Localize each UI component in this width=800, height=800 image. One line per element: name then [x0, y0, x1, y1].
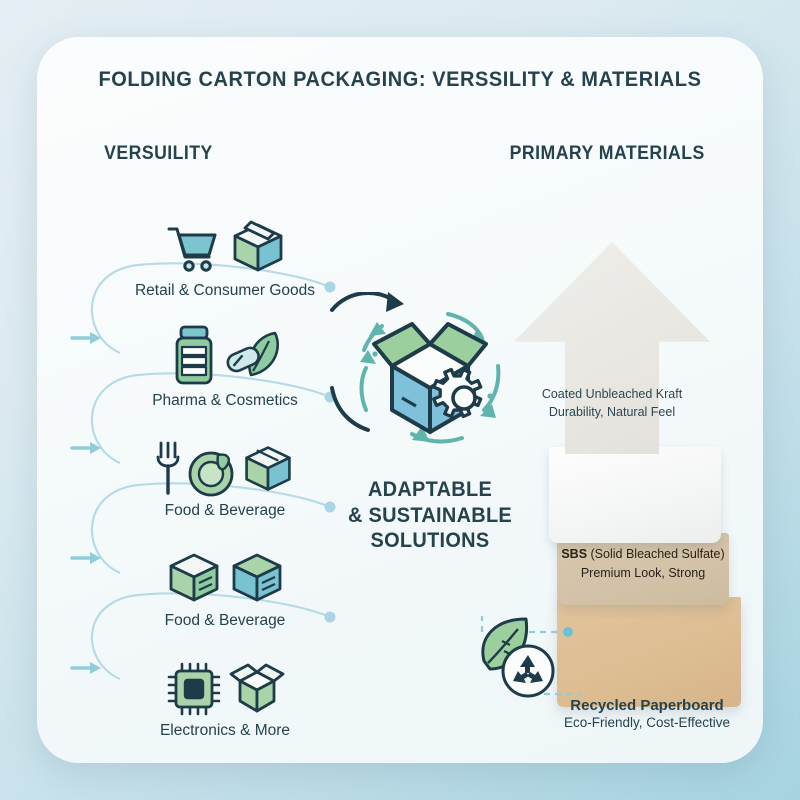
centre-concept: ADAPTABLE & SUSTAINABLE SOLUTIONS [315, 290, 545, 554]
material-name-full: (Solid Bleached Sulfate) [587, 547, 725, 561]
centre-tagline-line2: & SUSTAINABLE [347, 503, 513, 527]
versatility-item-pharma[interactable]: Pharma & Cosmetics [110, 319, 340, 410]
versatility-item-label: Food & Beverage [164, 502, 286, 519]
material-name-abbr: SBS [561, 547, 588, 561]
versatility-item-icons [110, 209, 340, 277]
versatility-item-label: Retail & Consumer Goods [134, 282, 316, 299]
versatility-list: Retail & Consumer Goods [62, 167, 352, 739]
versatility-item-icons [110, 649, 340, 717]
shopping-cart-icon [167, 227, 216, 272]
materials-stack: Coated Unbleached Kraft Durability, Natu… [432, 197, 752, 757]
capsule-leaf-icon [226, 331, 279, 377]
closed-box-icon [169, 553, 218, 602]
open-box-icon [229, 663, 284, 713]
material-benefit: Eco-Friendly, Cost-Effective [563, 715, 731, 730]
centre-icon-wrap [330, 290, 530, 467]
closed-box-icon [233, 220, 282, 272]
versatility-item-food[interactable]: Food & Beverage [110, 429, 340, 520]
section-heading-materials: PRIMARY MATERIALS [509, 143, 705, 164]
section-heading-versatility: VERSUILITY [104, 143, 213, 164]
material-benefit: Durability, Natural Feel [548, 405, 676, 420]
closed-box-icon [245, 446, 291, 491]
material-label-sbs: SBS (Solid Bleached Sulfate) Premium Loo… [557, 545, 729, 583]
material-name: Recycled Paperboard [570, 697, 724, 714]
centre-tagline-line1: ADAPTABLE [367, 478, 493, 501]
material-benefit: Premium Look, Strong [580, 565, 706, 580]
material-label-coated-unbleached-kraft: Coated Unbleached Kraft Durability, Natu… [530, 385, 694, 421]
infographic-card: FOLDING CARTON PACKAGING: VERSSILITY & M… [37, 37, 763, 763]
centre-tagline-line3: SOLUTIONS [370, 529, 490, 553]
page-title: FOLDING CARTON PACKAGING: VERSSILITY & M… [98, 67, 702, 91]
plate-icon [188, 451, 234, 497]
material-block-coated-unbleached-kraft[interactable] [514, 242, 710, 454]
material-block-sbs[interactable] [557, 533, 729, 605]
row-arrow-icon [70, 442, 101, 454]
versatility-item-electronics[interactable]: Electronics & More [110, 649, 340, 740]
material-name: SBS (Solid Bleached Sulfate) [557, 545, 729, 564]
row-arrow-icon [70, 662, 101, 674]
eco-badge [481, 617, 555, 698]
versatility-item-icons [110, 429, 340, 497]
row-arrow-icon [70, 552, 101, 564]
pill-bottle-icon [175, 325, 212, 385]
versatility-item-icons [110, 539, 340, 607]
material-block-recycled-paperboard[interactable] [557, 597, 741, 707]
row-arrow-icon [70, 332, 101, 344]
versatility-item-icons [110, 319, 340, 387]
microchip-icon [167, 662, 220, 716]
open-box-with-gear-and-cycle-arrows-icon [330, 290, 501, 444]
versatility-item-label: Electronics & More [159, 722, 291, 739]
material-name: Coated Unbleached Kraft [541, 387, 683, 401]
versatility-item-label: Pharma & Cosmetics [152, 392, 298, 409]
cube-box-icon [232, 553, 281, 602]
connector-curves [90, 262, 336, 681]
versatility-item-food-2[interactable]: Food & Beverage [110, 539, 340, 630]
versatility-item-retail[interactable]: Retail & Consumer Goods [110, 209, 340, 300]
fork-icon [156, 441, 180, 495]
material-label-recycled-paperboard: Recycled Paperboard Eco-Friendly, Cost-E… [532, 697, 762, 730]
material-block-white-board[interactable] [549, 447, 721, 543]
arrowhead [386, 292, 404, 312]
versatility-item-label: Food & Beverage [164, 612, 286, 629]
centre-tagline: ADAPTABLE & SUSTAINABLE SOLUTIONS [321, 477, 540, 554]
